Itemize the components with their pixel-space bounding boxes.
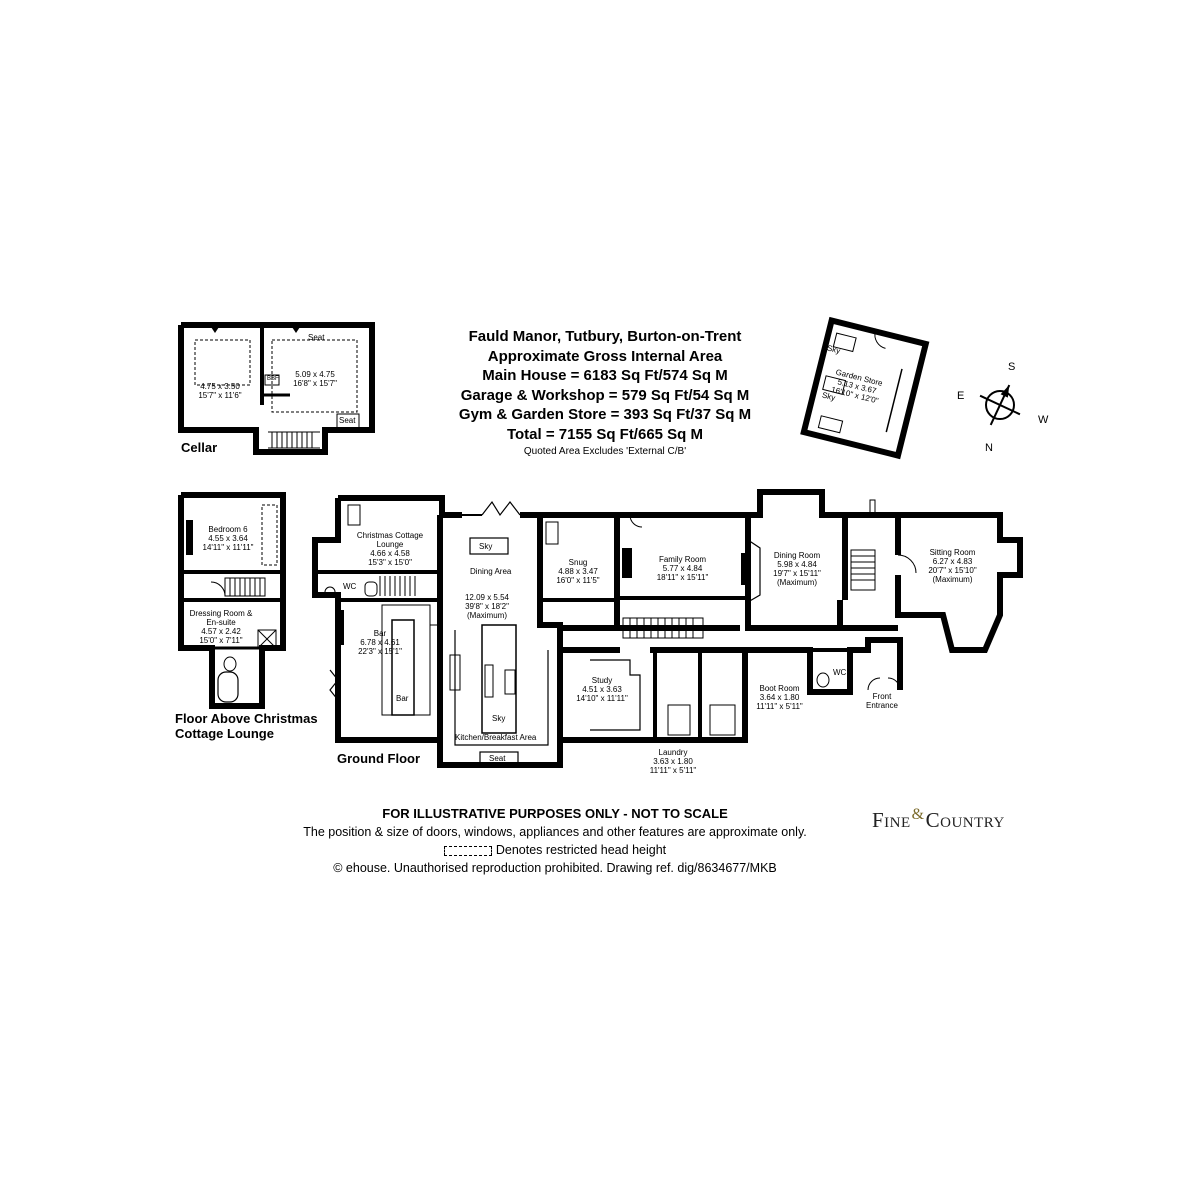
area-total: Total = 7155 Sq Ft/665 Sq M	[506, 425, 704, 443]
upper-floor-plan	[178, 492, 286, 709]
dining-area-label: 12.09 x 5.54 39'8" x 18'2" (Maximum)	[464, 593, 510, 620]
study-label: Study 4.51 x 3.63 14'10" x 11'11"	[576, 676, 628, 703]
bar-counter-label: Bar	[396, 694, 409, 703]
compass-icon	[979, 384, 1021, 426]
fine-country-logo: Fine&Country	[872, 806, 1005, 832]
cellar-plan	[178, 322, 375, 455]
area-gym-garden-store: Gym & Garden Store = 393 Sq Ft/37 Sq M	[458, 406, 752, 423]
dining-area-name: Dining Area	[470, 567, 512, 576]
cellar-label: Cellar	[181, 440, 218, 455]
lounge-label: Christmas Cottage Lounge 4.66 x 4.58 15'…	[356, 531, 424, 567]
upper-floor-label-line2: Cottage Lounge	[175, 726, 274, 741]
cellar-seat-bottom: Seat	[339, 416, 356, 425]
bedroom6-label: Bedroom 6 4.55 x 3.64 14'11" x 11'11"	[202, 525, 254, 552]
area-main-house: Main House = 6183 Sq Ft/574 Sq M	[482, 367, 728, 384]
property-title: Fauld Manor, Tutbury, Burton-on-Trent	[468, 328, 742, 345]
family-room-label: Family Room 5.77 x 4.84 18'11" x 15'11"	[656, 555, 709, 582]
ground-floor-plan	[312, 489, 1023, 768]
footer-position-note: The position & size of doors, windows, a…	[303, 825, 807, 839]
cellar-bbf: BBF	[267, 376, 279, 382]
boot-room-label: Boot Room 3.64 x 1.80 11'11" x 5'11"	[756, 684, 803, 711]
front-entrance-label: Front Entrance	[865, 692, 899, 710]
kitchen-label: Kitchen/Breakfast Area	[455, 733, 537, 742]
footer: FOR ILLUSTRATIVE PURPOSES ONLY - NOT TO …	[200, 805, 910, 877]
garden-store-plan	[800, 316, 930, 460]
dining-room-label: Dining Room 5.98 x 4.84 19'7" x 15'11" (…	[773, 551, 821, 587]
title-block: Fauld Manor, Tutbury, Burton-on-Trent Ap…	[395, 327, 815, 459]
restricted-height-symbol	[443, 845, 492, 856]
footer-headheight: Denotes restricted head height	[200, 841, 910, 859]
cellar-seat-top: Seat	[308, 333, 325, 342]
sitting-room-label: Sitting Room 6.27 x 4.83 20'7" x 15'10" …	[928, 548, 977, 584]
bar-label: Bar 6.78 x 4.61 22'3" x 15'1"	[358, 629, 402, 656]
compass-e: E	[957, 390, 965, 402]
cellar-room-1-label: 4.75 x 3.50 15'7" x 11'6"	[198, 382, 242, 400]
dressing-room-label: Dressing Room & En-suite 4.57 x 2.42 15'…	[189, 609, 253, 645]
footer-disclaimer: FOR ILLUSTRATIVE PURPOSES ONLY - NOT TO …	[382, 806, 728, 821]
sky-label-1: Sky	[479, 542, 493, 551]
kitchen-seat: Seat	[489, 754, 506, 763]
compass-w: W	[1038, 414, 1049, 426]
upper-floor-label-line1: Floor Above Christmas	[175, 711, 318, 726]
area-garage-workshop: Garage & Workshop = 579 Sq Ft/54 Sq M	[460, 386, 750, 404]
cellar-room-2-label: 5.09 x 4.75 16'8" x 15'7"	[293, 370, 337, 388]
compass-n: N	[985, 442, 993, 454]
wc-label-2: WC	[833, 668, 847, 677]
area-note: Quoted Area Excludes 'External C/B'	[523, 446, 687, 457]
sky-label-2: Sky	[492, 714, 506, 723]
compass-s: S	[1008, 361, 1016, 373]
area-heading: Approximate Gross Internal Area	[487, 347, 723, 365]
ground-floor-label: Ground Floor	[337, 751, 421, 766]
laundry-label: Laundry 3.63 x 1.80 11'11" x 5'11"	[649, 748, 697, 775]
footer-copyright: © ehouse. Unauthorised reproduction proh…	[333, 861, 777, 875]
wc-label-1: WC	[343, 582, 357, 591]
snug-label: Snug 4.88 x 3.47 16'0" x 11'5"	[556, 558, 600, 585]
